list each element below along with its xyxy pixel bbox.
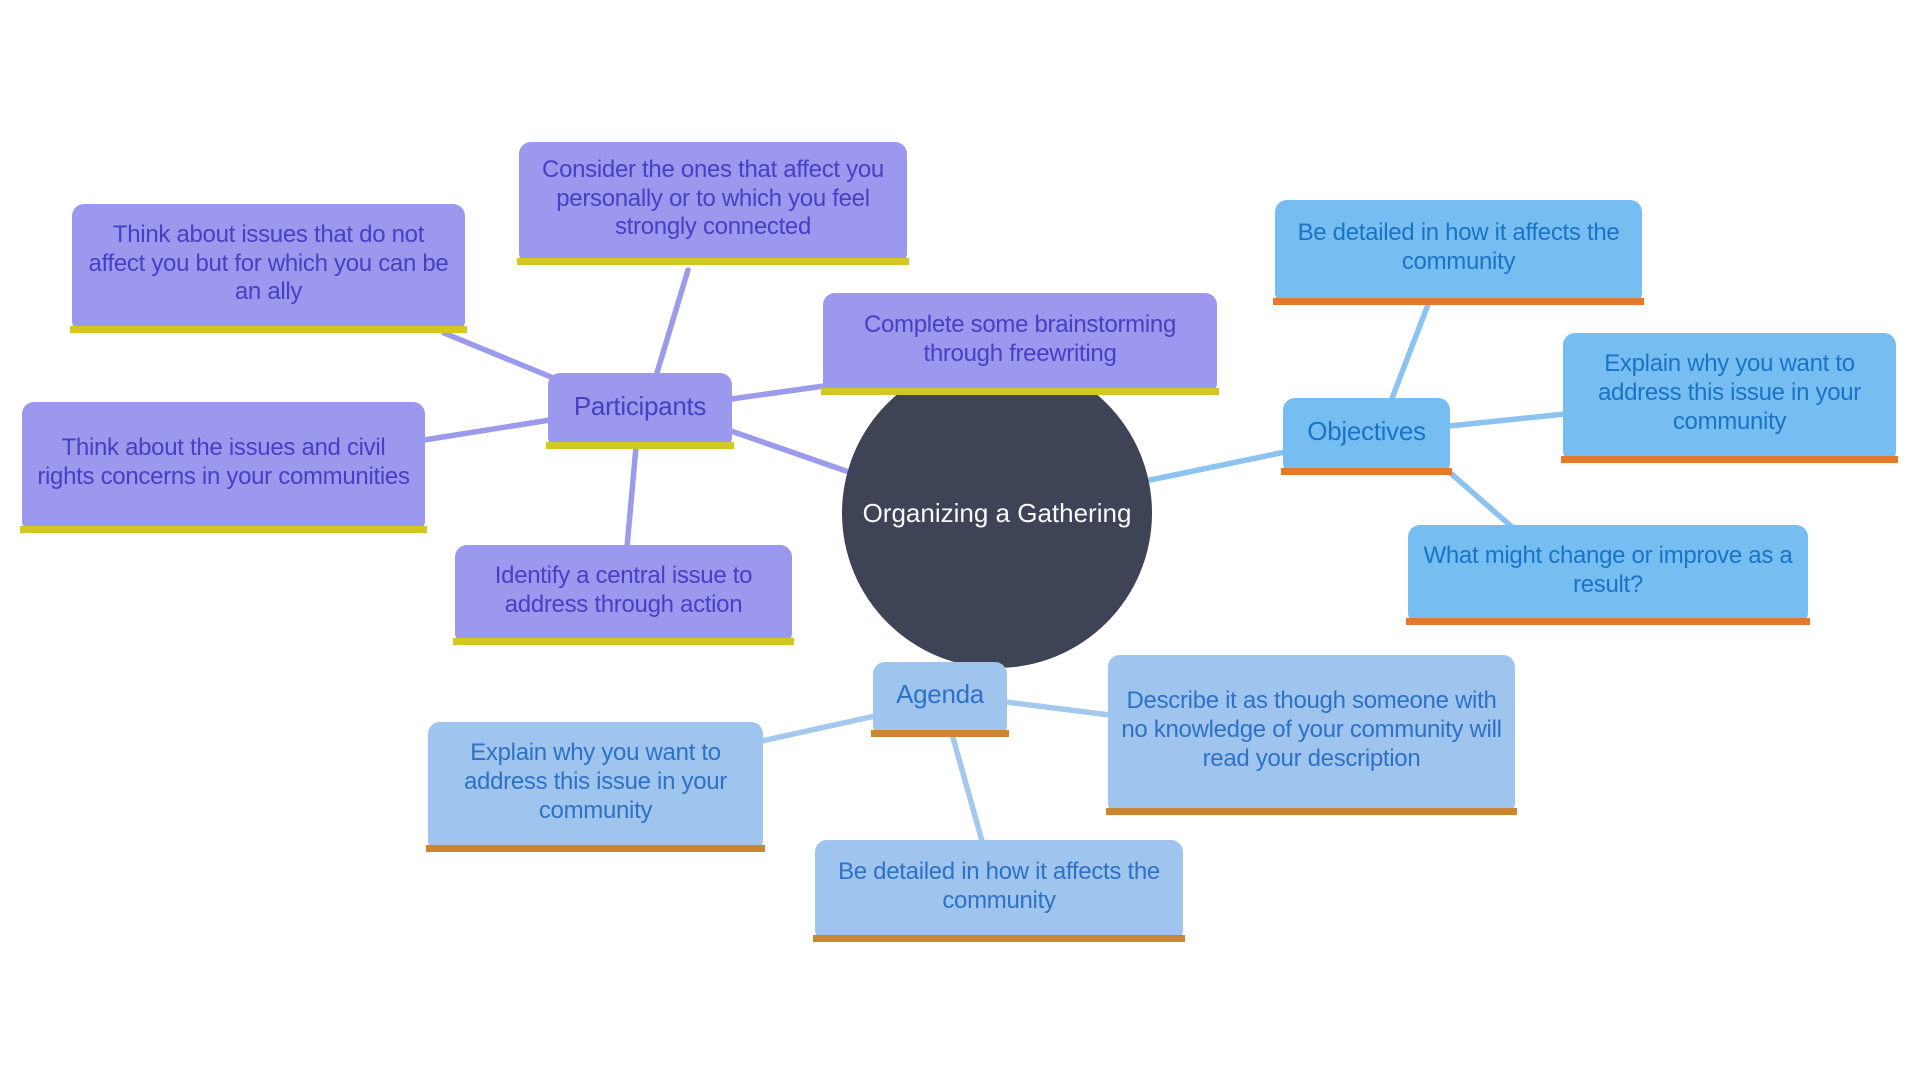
node-objectives-label: Objectives	[1307, 416, 1426, 447]
edge-center-objectives	[1147, 449, 1288, 483]
node-objectives-change[interactable]: What might change or improve as a result…	[1406, 525, 1810, 625]
edge-objectives-explain	[1446, 411, 1568, 429]
edge-participants-ally	[441, 330, 554, 380]
node-agenda-detailed[interactable]: Be detailed in how it affects the commun…	[813, 840, 1185, 942]
node-civil-rights-accent	[20, 526, 427, 533]
node-objectives-detailed-label: Be detailed in how it affects the commun…	[1297, 219, 1620, 275]
node-agenda-explain[interactable]: Explain why you want to address this iss…	[426, 722, 765, 852]
node-freewriting-label: Complete some brainstorming through free…	[863, 310, 1177, 367]
node-agenda-accent	[871, 730, 1009, 737]
node-objectives-accent	[1281, 468, 1452, 475]
node-central-issue-accent	[453, 638, 794, 645]
node-objectives-change-accent	[1406, 618, 1810, 625]
node-agenda-explain-accent	[426, 845, 765, 852]
node-agenda-describe-label: Describe it as though someone with no kn…	[1121, 687, 1502, 772]
node-agenda-detailed-accent	[813, 935, 1185, 942]
edge-center-participants	[728, 428, 849, 474]
node-agenda-detailed-label: Be detailed in how it affects the commun…	[838, 857, 1160, 914]
edge-participants-freewriting	[728, 383, 827, 402]
node-objectives[interactable]: Objectives	[1281, 398, 1452, 475]
central-topic[interactable]: Organizing a Gathering	[842, 358, 1152, 668]
edge-agenda-detailed	[949, 731, 985, 844]
node-participants-label: Participants	[573, 390, 707, 421]
node-consider-personal[interactable]: Consider the ones that affect you person…	[517, 142, 909, 265]
node-consider-personal-accent	[517, 258, 909, 265]
node-objectives-explain-accent	[1561, 456, 1898, 463]
node-objectives-detailed-accent	[1273, 298, 1644, 305]
edge-participants-consider	[653, 267, 691, 379]
node-agenda-explain-label: Explain why you want to address this iss…	[464, 739, 727, 824]
node-objectives-detailed[interactable]: Be detailed in how it affects the commun…	[1273, 200, 1644, 305]
edge-participants-civil	[421, 417, 553, 443]
node-agenda-describe-accent	[1106, 808, 1517, 815]
node-freewriting-accent	[821, 388, 1219, 395]
node-central-issue-label: Identify a central issue to address thro…	[494, 561, 753, 618]
edge-objectives-detailed	[1388, 299, 1432, 404]
node-participants[interactable]: Participants	[546, 373, 734, 449]
central-topic-label: Organizing a Gathering	[862, 497, 1132, 528]
node-objectives-change-label: What might change or improve as a result…	[1423, 541, 1793, 598]
edge-agenda-describe	[1003, 699, 1113, 718]
node-consider-personal-label: Consider the ones that affect you person…	[542, 155, 884, 241]
node-central-issue[interactable]: Identify a central issue to address thro…	[453, 545, 794, 645]
node-be-an-ally-accent	[70, 326, 467, 333]
node-freewriting[interactable]: Complete some brainstorming through free…	[821, 293, 1219, 395]
edge-participants-identify	[624, 444, 639, 550]
node-be-an-ally[interactable]: Think about issues that do not affect yo…	[70, 204, 467, 333]
node-agenda-describe[interactable]: Describe it as though someone with no kn…	[1106, 655, 1517, 815]
edge-agenda-explain	[759, 713, 878, 744]
node-agenda[interactable]: Agenda	[871, 662, 1009, 737]
node-objectives-explain[interactable]: Explain why you want to address this iss…	[1561, 333, 1898, 463]
edge-objectives-change	[1444, 467, 1515, 530]
node-agenda-label: Agenda	[896, 679, 984, 710]
node-civil-rights[interactable]: Think about the issues and civil rights …	[20, 402, 427, 533]
node-objectives-explain-label: Explain why you want to address this iss…	[1598, 350, 1861, 435]
node-be-an-ally-label: Think about issues that do not affect yo…	[88, 220, 449, 306]
node-civil-rights-label: Think about the issues and civil rights …	[37, 434, 410, 490]
node-participants-accent	[546, 442, 734, 449]
